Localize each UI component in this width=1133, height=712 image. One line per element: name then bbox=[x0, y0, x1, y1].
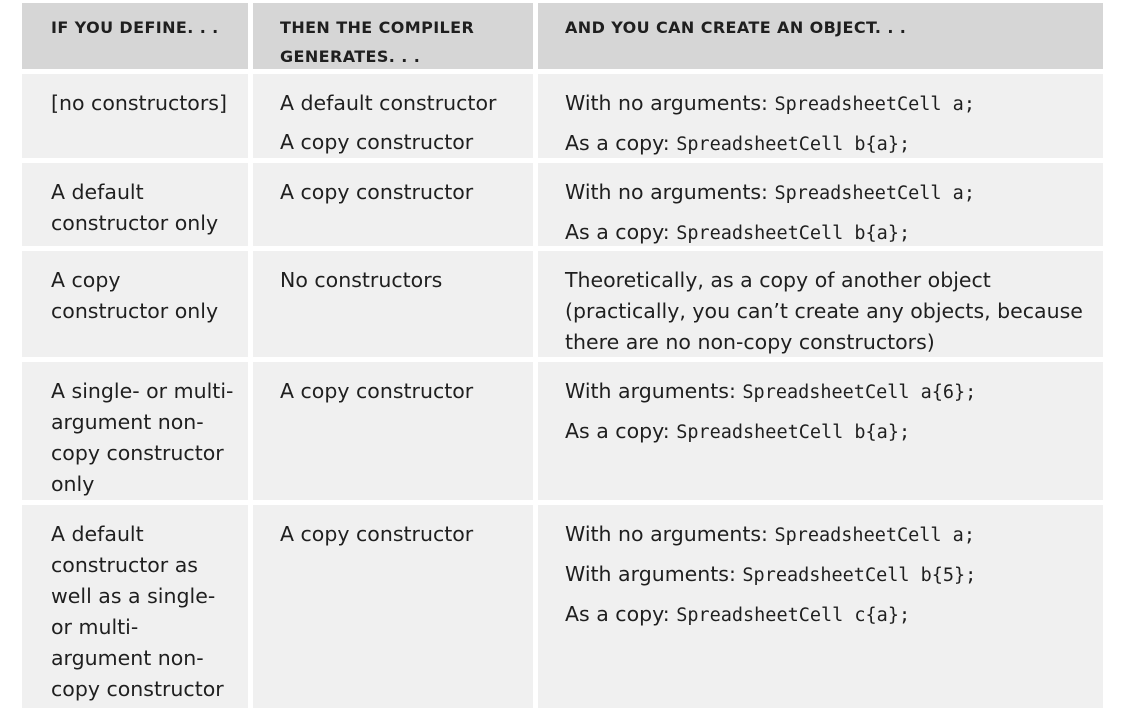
code-snippet: SpreadsheetCell a; bbox=[774, 94, 975, 115]
header-compiler-generates: THEN THE COMPILER GENERATES. . . bbox=[253, 3, 533, 69]
define-cell: A default constructor only bbox=[22, 163, 248, 246]
table-row: [no constructors] A default constructor … bbox=[22, 74, 1103, 158]
header-row: IF YOU DEFINE. . . THEN THE COMPILER GEN… bbox=[22, 3, 1103, 69]
define-text: A default constructor as well as a singl… bbox=[51, 522, 224, 701]
create-cell: With no arguments: SpreadsheetCell a; As… bbox=[538, 163, 1103, 246]
create-item: With no arguments: SpreadsheetCell a; bbox=[565, 177, 1103, 209]
create-cell: With arguments: SpreadsheetCell a{6}; As… bbox=[538, 362, 1103, 500]
create-item: As a copy: SpreadsheetCell b{a}; bbox=[565, 128, 1103, 160]
code-snippet: SpreadsheetCell c{a}; bbox=[676, 605, 911, 626]
generates-cell: No constructors bbox=[253, 251, 533, 357]
create-text: As a copy: bbox=[565, 419, 677, 443]
generates-text: A copy constructor bbox=[280, 379, 474, 403]
create-cell: With no arguments: SpreadsheetCell a; As… bbox=[538, 74, 1103, 158]
constructor-table: IF YOU DEFINE. . . THEN THE COMPILER GEN… bbox=[22, 3, 1103, 708]
code-snippet: SpreadsheetCell b{a}; bbox=[676, 223, 911, 244]
create-item: As a copy: SpreadsheetCell b{a}; bbox=[565, 217, 1103, 249]
create-text: With arguments: bbox=[565, 379, 743, 403]
create-text: With no arguments: bbox=[565, 522, 775, 546]
create-item: With no arguments: SpreadsheetCell a; bbox=[565, 519, 1103, 551]
create-cell: Theoretically, as a copy of another obje… bbox=[538, 251, 1103, 357]
generates-cell: A copy constructor bbox=[253, 163, 533, 246]
create-cell: With no arguments: SpreadsheetCell a; Wi… bbox=[538, 505, 1103, 708]
generates-cell: A copy constructor bbox=[253, 505, 533, 708]
create-item: Theoretically, as a copy of another obje… bbox=[565, 265, 1090, 358]
create-item: With no arguments: SpreadsheetCell a; bbox=[565, 88, 1103, 120]
code-snippet: SpreadsheetCell b{a}; bbox=[676, 134, 911, 155]
create-item: With arguments: SpreadsheetCell b{5}; bbox=[565, 559, 1103, 591]
create-text: With no arguments: bbox=[565, 91, 775, 115]
code-snippet: SpreadsheetCell a; bbox=[774, 525, 975, 546]
create-text: As a copy: bbox=[565, 220, 677, 244]
create-item: As a copy: SpreadsheetCell c{a}; bbox=[565, 599, 1103, 631]
define-text: A default constructor only bbox=[51, 180, 219, 235]
generates-text: A copy constructor bbox=[280, 130, 474, 154]
define-text: [no constructors] bbox=[51, 91, 227, 115]
create-text: With arguments: bbox=[565, 562, 743, 586]
header-if-you-define: IF YOU DEFINE. . . bbox=[22, 3, 248, 69]
code-snippet: SpreadsheetCell b{a}; bbox=[676, 422, 911, 443]
table-row: A default constructor only A copy constr… bbox=[22, 163, 1103, 246]
create-text: Theoretically, as a copy of another obje… bbox=[565, 268, 1083, 354]
create-item: As a copy: SpreadsheetCell b{a}; bbox=[565, 416, 1103, 448]
create-text: With no arguments: bbox=[565, 180, 775, 204]
define-cell: [no constructors] bbox=[22, 74, 248, 158]
table-row: A single- or multi-argument non-copy con… bbox=[22, 362, 1103, 500]
table-row: A default constructor as well as a singl… bbox=[22, 505, 1103, 708]
table-row: A copy constructor only No constructors … bbox=[22, 251, 1103, 357]
define-text: A single- or multi-argument non-copy con… bbox=[51, 379, 234, 496]
define-cell: A single- or multi-argument non-copy con… bbox=[22, 362, 248, 500]
header-can-create: AND YOU CAN CREATE AN OBJECT. . . bbox=[538, 3, 1103, 69]
generates-text: A copy constructor bbox=[280, 180, 474, 204]
header-compiler-generates-text: THEN THE COMPILER GENERATES. . . bbox=[280, 18, 475, 66]
define-text: A copy constructor only bbox=[51, 268, 219, 323]
code-snippet: SpreadsheetCell a; bbox=[774, 183, 975, 204]
define-cell: A copy constructor only bbox=[22, 251, 248, 357]
code-snippet: SpreadsheetCell a{6}; bbox=[742, 382, 977, 403]
define-cell: A default constructor as well as a singl… bbox=[22, 505, 248, 708]
generates-cell: A copy constructor bbox=[253, 362, 533, 500]
create-text: As a copy: bbox=[565, 131, 677, 155]
code-snippet: SpreadsheetCell b{5}; bbox=[742, 565, 977, 586]
generates-text: No constructors bbox=[280, 268, 443, 292]
generates-cell: A default constructor A copy constructor bbox=[253, 74, 533, 158]
generates-text: A copy constructor bbox=[280, 522, 474, 546]
create-item: With arguments: SpreadsheetCell a{6}; bbox=[565, 376, 1103, 408]
generates-text: A default constructor bbox=[280, 91, 497, 115]
create-text: As a copy: bbox=[565, 602, 677, 626]
